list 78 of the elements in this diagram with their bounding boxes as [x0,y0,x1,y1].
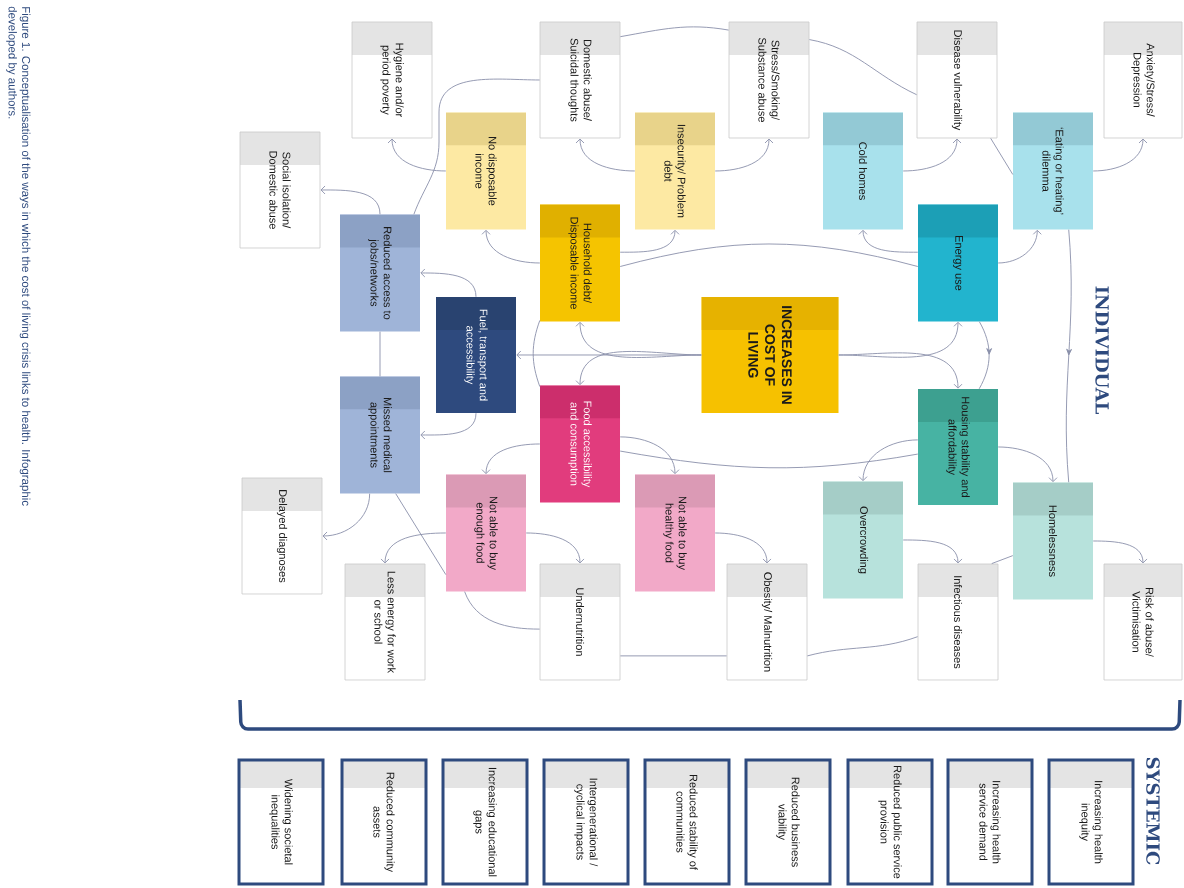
outcome-box: Domestic abuse/ Suicidal thoughts [539,21,621,139]
arrow [619,436,680,475]
impact-box: Increasing health service demand [946,758,1034,886]
impact-box: Reduced community assets [340,758,428,886]
impact-box: Intergenerational / cyclical impacts [542,758,630,886]
outcome-box: Undernutrition [539,563,621,681]
connector-line [808,39,918,96]
impact-box: Increasing health inequity [1047,758,1135,886]
arrow [619,229,680,253]
arrow [380,532,447,564]
connector-line [464,591,541,630]
arrow [858,439,919,482]
cause-box: Food accessibility and consumption [540,385,620,503]
arrow [978,321,993,390]
impact-box: Reduced business viability [744,758,832,886]
arrow [575,138,636,172]
outcome-box: Delayed diagnoses [241,477,323,595]
connector-line [619,450,919,469]
arrow [320,185,381,215]
outcome-box: Obesity/ Malnutrition [726,563,808,681]
arrow [902,539,963,564]
effect-box: Overcrowding [823,481,903,599]
connector-line [395,493,447,576]
effect-box: Insecurity/ Problem debt [635,112,715,230]
effect-box: Cold homes [823,112,903,230]
arrow [1092,540,1148,564]
arrow [387,138,447,172]
outcome-box: Stress/Smoking/ Substance abuse [728,21,810,139]
outcome-box: Hygiene and/or period poverty [351,21,433,139]
caption: Figure 1. Conceptualisation of the ways in which the cost of living crisis links to health. Infographic developed by authors. [6,6,31,506]
arrow [858,229,919,253]
connector-line [619,243,919,267]
connector-line [619,655,728,657]
impact-box: Reduced stability of communities [643,758,731,886]
effect-box: Missed medical appointments [340,376,420,494]
connector-line [991,555,1014,565]
effect-box: No disposable income [446,112,526,230]
effect-box: ‘Eating or heating’ dilemma [1013,112,1093,230]
effect-box: Not able to buy healthy food [635,474,715,592]
arrow [997,229,1042,264]
effect-box: Homelessness [1013,482,1093,600]
cause-box: Energy use [918,204,998,322]
arrow [838,352,963,389]
arrow [322,493,371,541]
arrow [1092,138,1148,172]
effect-box: Reduced access to jobs/networks [340,214,420,332]
central-box: INCREASES IN COST OF LIVING [701,297,839,413]
outcome-box: Disease vulnerability [916,21,998,139]
connector-line [806,636,919,657]
arrow [714,532,772,564]
outcome-box: Infectious diseases [917,563,999,681]
arrow [481,443,541,475]
connector-line [532,319,541,387]
connector-line [990,137,1014,175]
impact-box: Increasing educational gaps [441,758,529,886]
outcome-box: Risk of abuse/ Victimisation [1103,563,1183,681]
outcome-box: Less energy for work or school [344,563,426,681]
arrow [575,351,702,386]
arrow [481,229,541,264]
outcome-box: Social isolation/ Domestic abuse [239,131,321,249]
arrow [997,446,1058,483]
cause-box: Fuel, transport and accessibility [436,297,516,413]
connector-line [413,78,541,215]
cause-box: Housing stability and affordability [918,389,998,505]
arrow [420,268,477,298]
section-heading: INDIVIDUAL [1095,286,1109,414]
connector-line [619,26,730,38]
arrow [902,138,962,172]
connector-line [379,331,381,377]
arrow [714,138,774,172]
cause-box: Household debt/ Disposable income [540,204,620,322]
effect-box: Not able to buy enough food [446,474,526,592]
arrow [1065,229,1072,483]
impact-box: Widening societal inequalities [237,758,325,886]
arrow [525,532,585,564]
outcome-box: Anxiety/Stress/ Depression [1103,21,1183,139]
impact-box: Reduced public service provision [846,758,934,886]
arrow [420,412,477,440]
